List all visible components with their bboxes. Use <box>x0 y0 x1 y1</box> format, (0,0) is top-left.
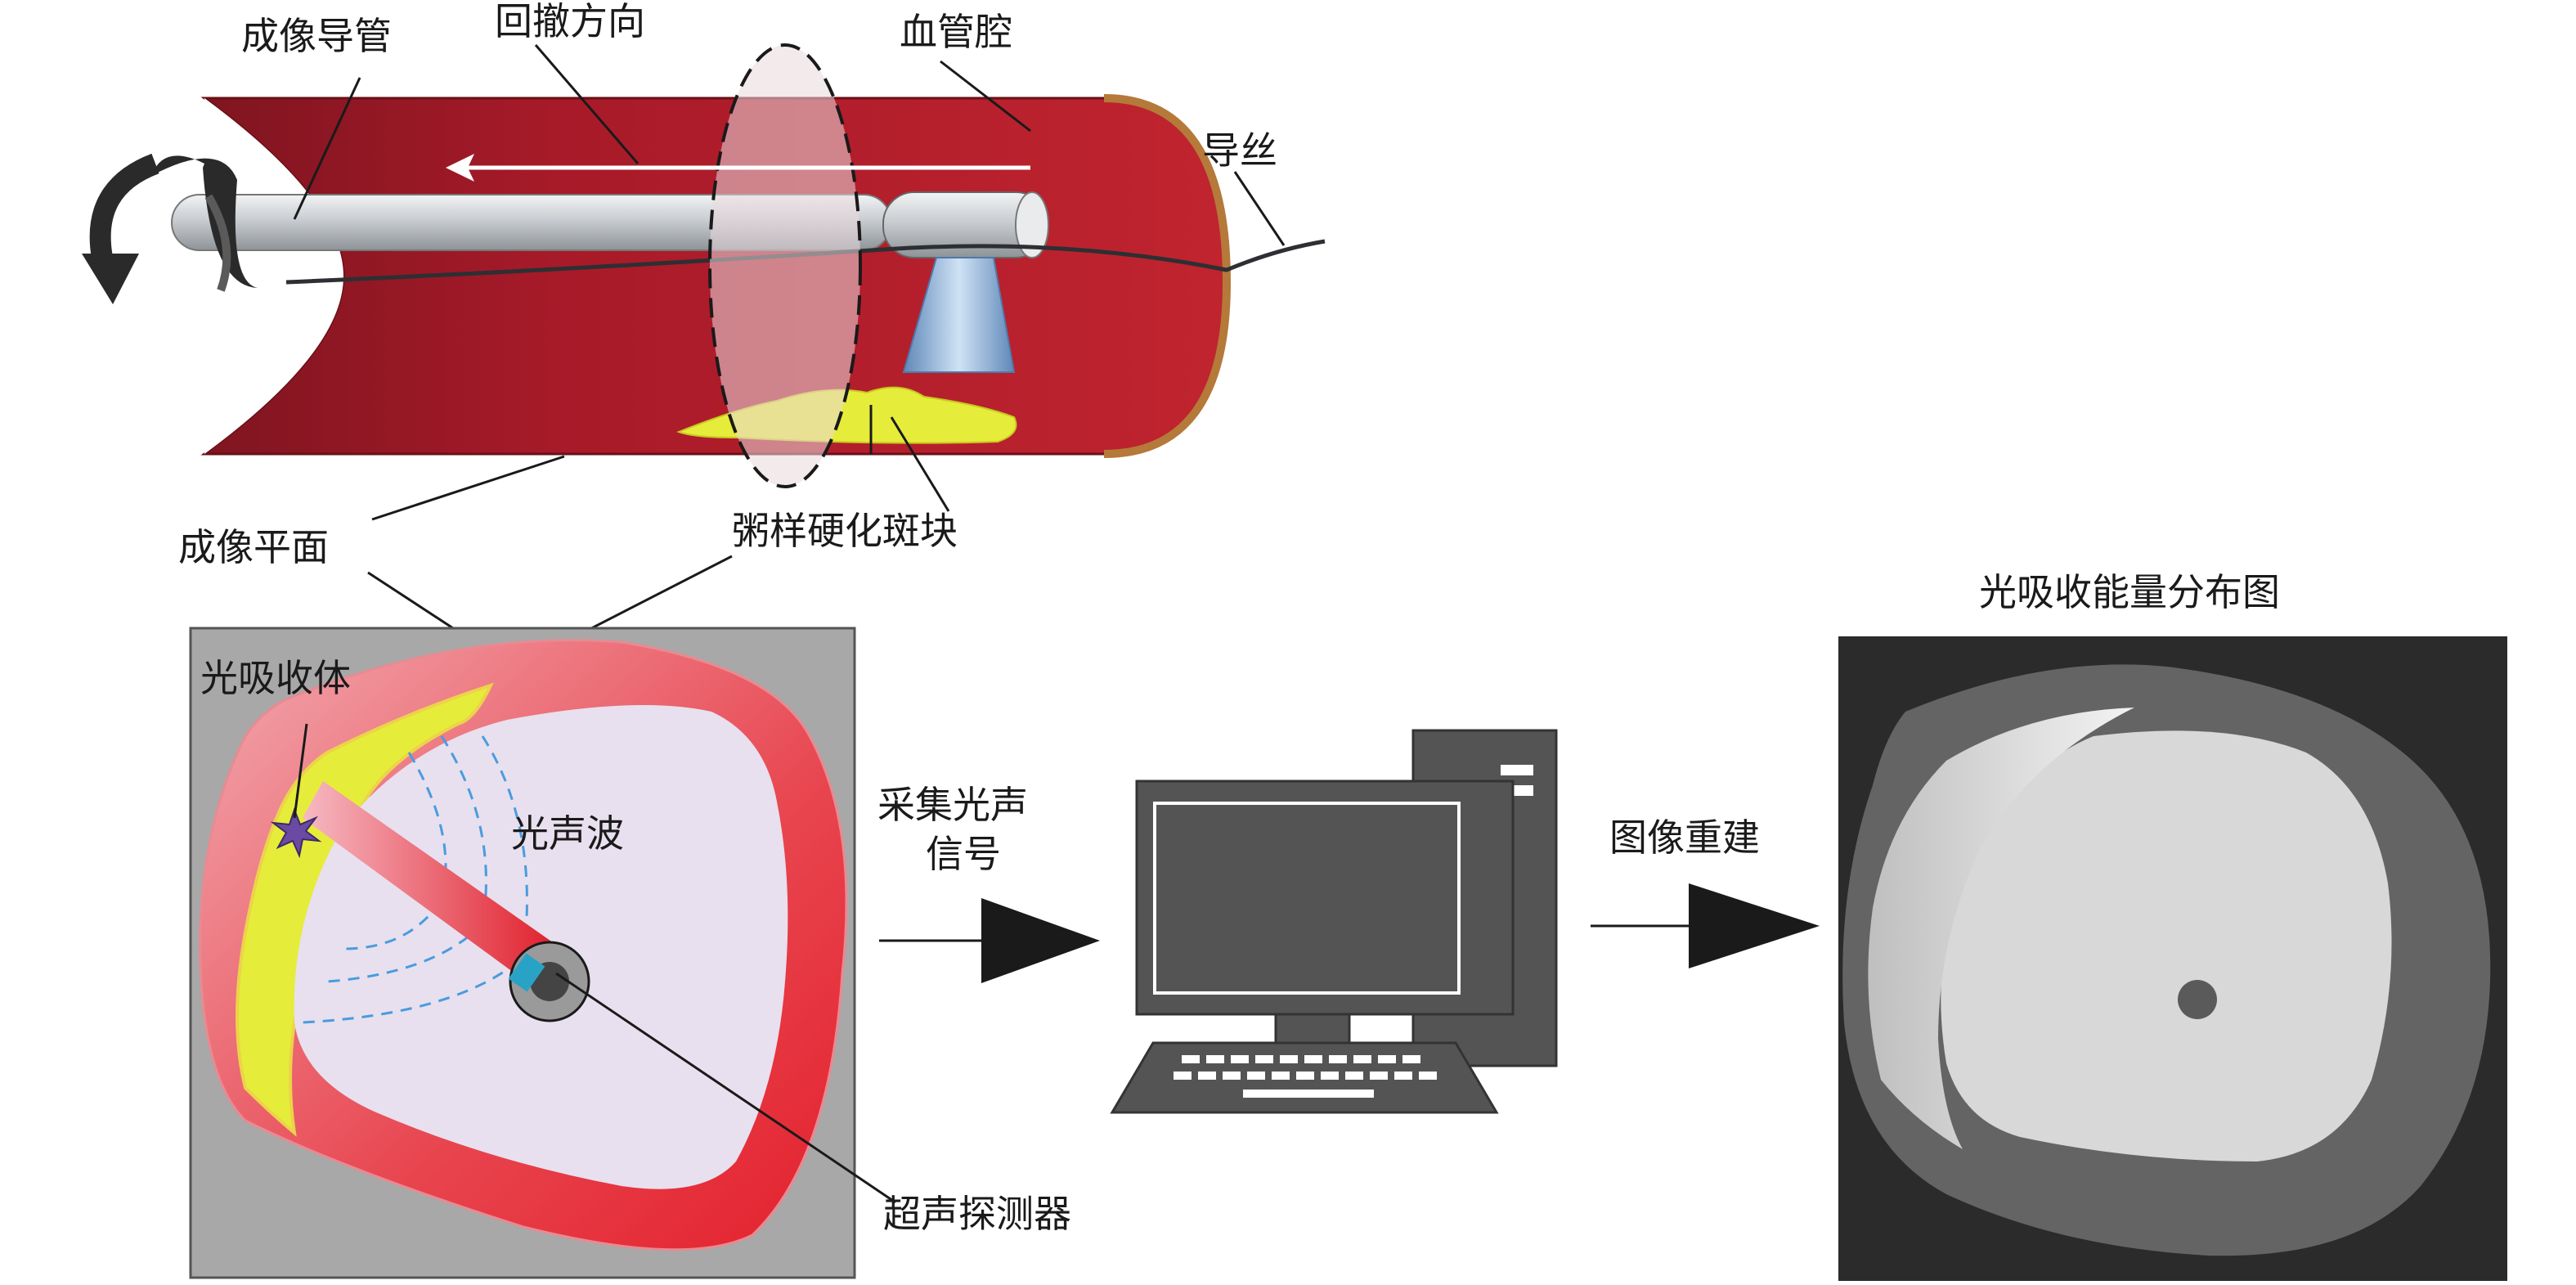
vessel-rim <box>1103 94 1232 458</box>
catheter-tip-end <box>1015 191 1049 258</box>
label-energy-distribution-map: 光吸收能量分布图 <box>1979 570 2280 614</box>
map-lumen <box>1941 730 2392 1161</box>
cross-section-panel <box>189 627 896 1279</box>
label-acquire-signal-line1: 采集光声 <box>877 783 1028 827</box>
label-pullback-direction: 回撤方向 <box>495 0 645 43</box>
leader-imaging-plane-top <box>371 455 565 521</box>
label-guide-wire: 导丝 <box>1202 128 1277 173</box>
vessel-illustration <box>82 43 1326 521</box>
star-icon <box>270 807 322 859</box>
leader-plaque-top <box>890 416 950 512</box>
leader-light-absorber <box>293 723 308 819</box>
leader-guide-wire <box>1233 171 1286 246</box>
label-light-absorber: 光吸收体 <box>200 656 351 700</box>
label-imaging-catheter: 成像导管 <box>241 14 392 58</box>
label-atherosclerotic-plaque: 粥样硬化斑块 <box>732 509 958 553</box>
desktop-computer-icon <box>1110 729 1558 1114</box>
rotation-arrow-icon <box>82 153 258 304</box>
guide-wire <box>285 239 1326 285</box>
leader-vessel-lumen <box>940 60 1031 133</box>
label-acquire-signal-line2: 信号 <box>926 832 1001 876</box>
label-vessel-lumen: 血管腔 <box>900 10 1012 54</box>
plaque-cross-section <box>236 682 494 1137</box>
leader-ultrasound-detector <box>555 972 896 1204</box>
map-plaque-highlight <box>1868 708 2134 1149</box>
pullback-arrow-head <box>446 154 474 182</box>
light-beam <box>303 781 556 986</box>
map-detector-point <box>2178 980 2217 1019</box>
label-image-reconstruction: 图像重建 <box>1609 815 1760 860</box>
probe-light-cone <box>902 257 1016 373</box>
computer-screen <box>1153 802 1461 995</box>
right-arrow-icon <box>879 898 1100 983</box>
energy-distribution-map <box>1838 636 2507 1281</box>
ultrasound-detector-element <box>508 953 545 992</box>
label-ultrasound-detector: 超声探测器 <box>883 1192 1071 1236</box>
label-photoacoustic-wave: 光声波 <box>511 811 624 856</box>
imaging-plane-ellipse <box>708 43 862 488</box>
leader-pullback-direction <box>534 44 640 164</box>
right-arrow-icon <box>1591 883 1820 968</box>
label-imaging-plane: 成像平面 <box>178 525 329 569</box>
leader-imaging-catheter <box>293 77 361 220</box>
